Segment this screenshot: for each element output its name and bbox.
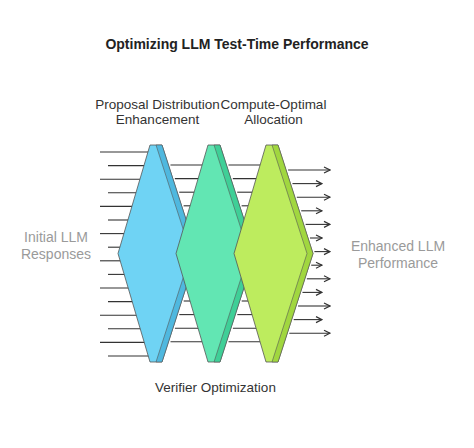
output-arrow xyxy=(310,237,322,238)
stage-chevron: Compute-Optimal Allocation xyxy=(234,145,313,362)
chevron-face xyxy=(234,145,313,362)
output-arrow xyxy=(314,251,330,252)
output-arrow xyxy=(288,169,330,170)
stage-label: Compute-Optimal Allocation xyxy=(209,97,339,127)
output-arrow xyxy=(297,197,330,198)
output-arrow xyxy=(292,183,322,184)
output-arrow xyxy=(294,319,322,320)
chevron-outline xyxy=(234,145,313,362)
output-arrow xyxy=(298,305,330,306)
output-arrow xyxy=(307,278,330,279)
diagram-title: Optimizing LLM Test-Time Performance xyxy=(17,37,457,52)
chevron-side xyxy=(272,145,313,362)
input-label: Initial LLM Responses xyxy=(8,229,104,263)
stage-label: Verifier Optimization xyxy=(151,380,281,395)
stage-label: Proposal Distribution Enhancement xyxy=(93,97,223,127)
output-arrow xyxy=(289,333,330,334)
output-arrow xyxy=(306,224,330,225)
output-arrow xyxy=(311,265,322,266)
output-label: Enhanced LLM Performance xyxy=(350,238,446,272)
output-arrow xyxy=(301,210,322,211)
output-arrow xyxy=(302,292,322,293)
